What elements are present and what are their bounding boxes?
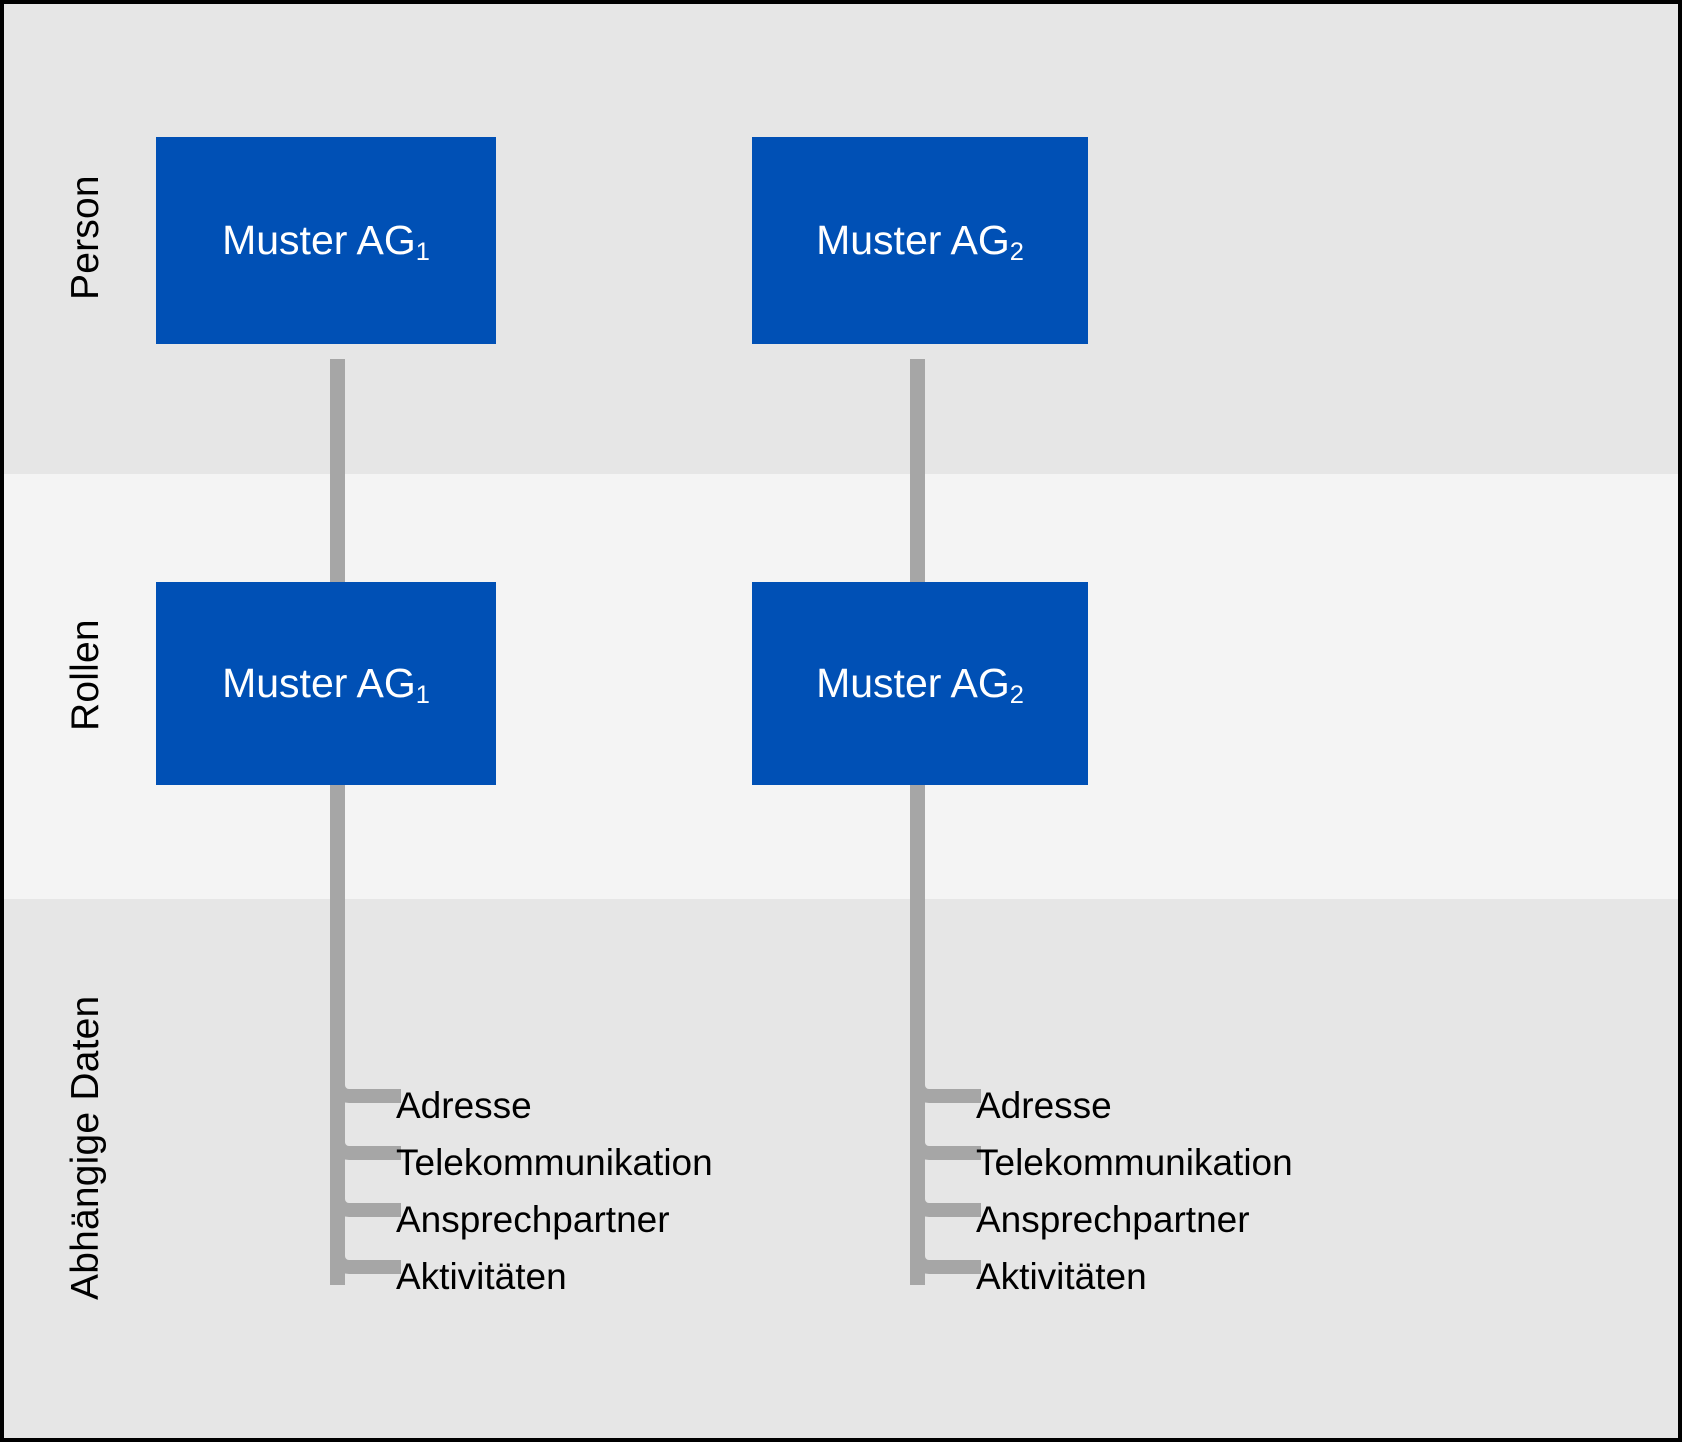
node-person-1-text: Muster AG1: [222, 217, 430, 265]
dependent-item-1-telekommunikation[interactable]: Telekommunikation: [396, 1142, 713, 1183]
node-person-2-index: 2: [1009, 237, 1024, 266]
tree-branch-2-adresse: [911, 1057, 981, 1103]
dependent-item-2-aktivitaeten[interactable]: Aktivitäten: [976, 1256, 1147, 1297]
node-person-muster-ag-2[interactable]: Muster AG2: [752, 137, 1088, 344]
node-rolle-1-text: Muster AG1: [222, 660, 430, 708]
lane-band-abhaengige-daten: [4, 899, 1678, 1438]
node-person-1-name: Muster AG: [222, 217, 416, 263]
node-rolle-1-index: 1: [415, 680, 430, 709]
connector-person1-to-rolle1: [330, 359, 345, 629]
tree-branch-1-aktivitaeten: [331, 1228, 401, 1274]
node-person-2-name: Muster AG: [816, 217, 1010, 263]
node-rolle-2-name: Muster AG: [816, 660, 1010, 706]
node-rolle-1-name: Muster AG: [222, 660, 416, 706]
dependent-item-1-aktivitaeten[interactable]: Aktivitäten: [396, 1256, 567, 1297]
node-rolle-2-text: Muster AG2: [816, 660, 1024, 708]
node-person-muster-ag-1[interactable]: Muster AG1: [156, 137, 496, 344]
connector-rolle1-to-daten1: [330, 785, 345, 1085]
tree-branch-1-telekommunikation: [331, 1114, 401, 1160]
node-rolle-2-index: 2: [1009, 680, 1024, 709]
tree-branch-1-adresse: [331, 1057, 401, 1103]
lane-label-abhaengige-daten: Abhängige Daten: [64, 995, 107, 1300]
tree-branch-2-telekommunikation: [911, 1114, 981, 1160]
lane-label-person: Person: [64, 175, 107, 300]
node-rolle-muster-ag-2[interactable]: Muster AG2: [752, 582, 1088, 785]
connector-person2-to-rolle2: [910, 359, 925, 629]
node-person-1-index: 1: [415, 237, 430, 266]
tree-branch-2-ansprechpartner: [911, 1171, 981, 1217]
node-rolle-muster-ag-1[interactable]: Muster AG1: [156, 582, 496, 785]
node-person-2-text: Muster AG2: [816, 217, 1024, 265]
dependent-item-1-ansprechpartner[interactable]: Ansprechpartner: [396, 1199, 670, 1240]
dependent-item-2-ansprechpartner[interactable]: Ansprechpartner: [976, 1199, 1250, 1240]
dependent-item-2-telekommunikation[interactable]: Telekommunikation: [976, 1142, 1293, 1183]
tree-branch-1-ansprechpartner: [331, 1171, 401, 1217]
dependent-item-1-adresse[interactable]: Adresse: [396, 1085, 532, 1126]
connector-rolle2-to-daten2: [910, 785, 925, 1085]
lane-label-rollen: Rollen: [64, 619, 107, 731]
dependent-item-2-adresse[interactable]: Adresse: [976, 1085, 1112, 1126]
tree-branch-2-aktivitaeten: [911, 1228, 981, 1274]
